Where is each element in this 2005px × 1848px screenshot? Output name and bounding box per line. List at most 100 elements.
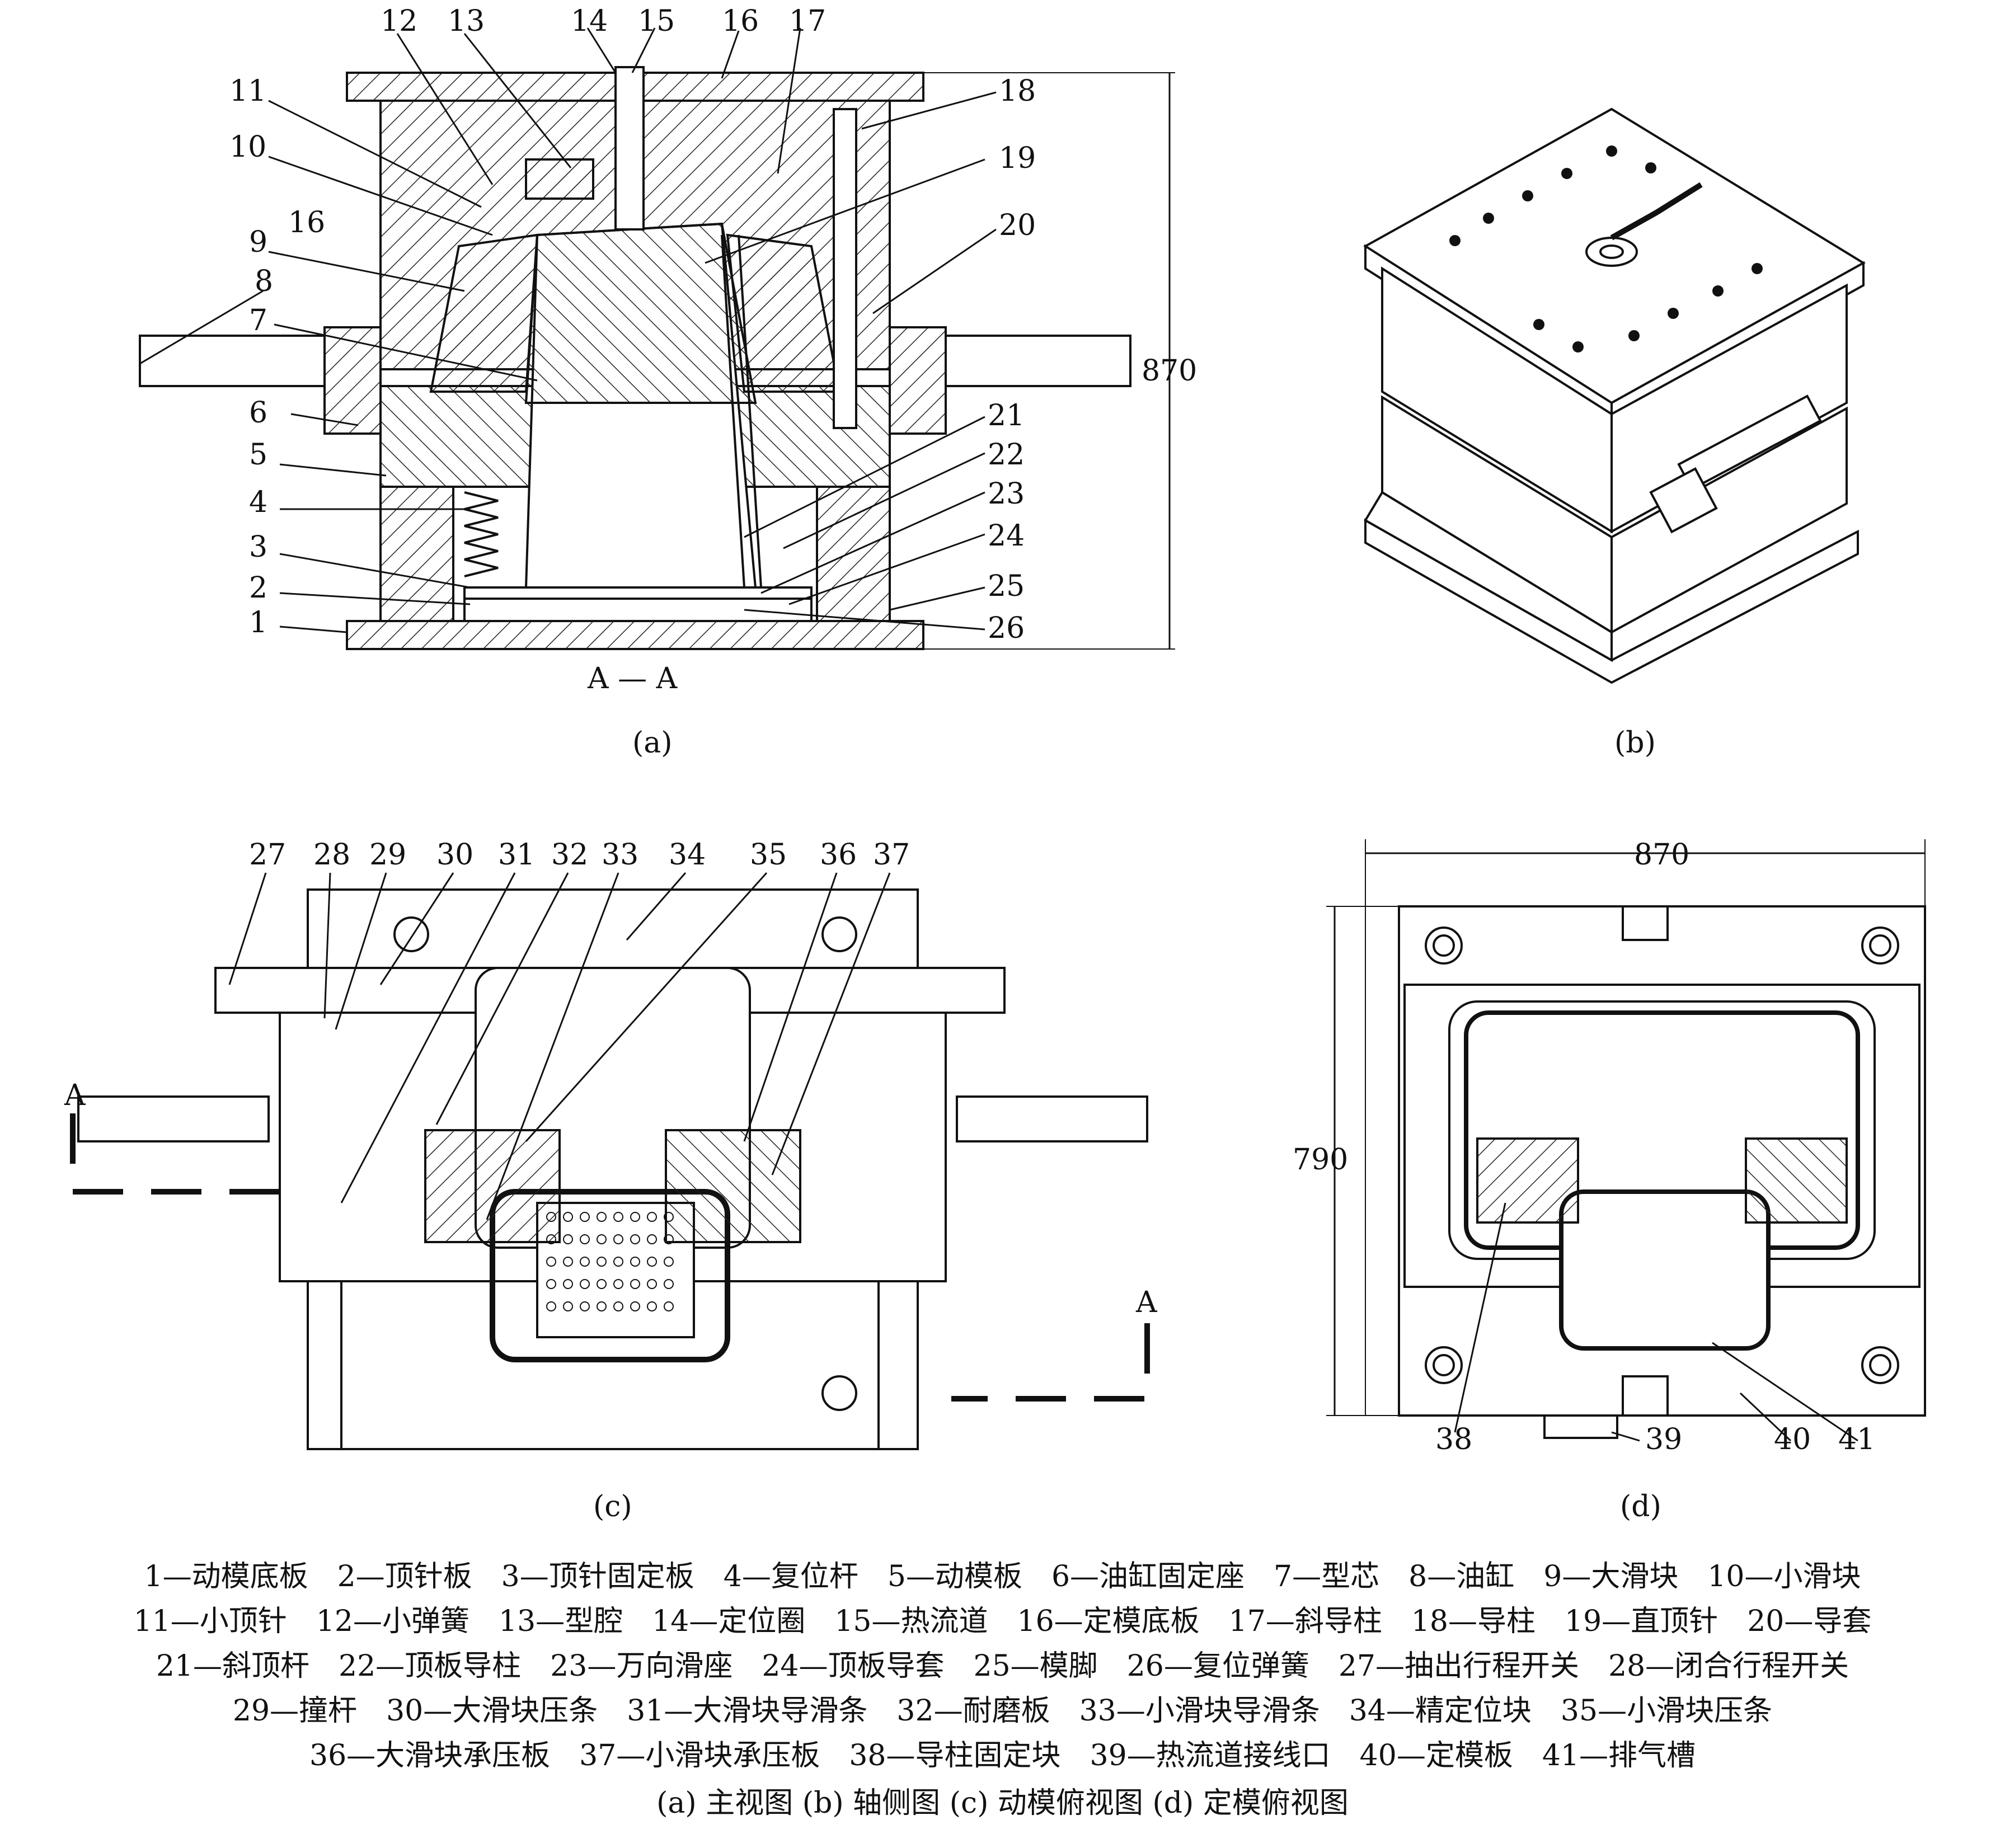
top-view-d: [1326, 839, 1926, 1442]
legend-item: 6—油缸固定座: [1051, 1560, 1245, 1593]
callout-c-37: 37: [873, 838, 910, 872]
vent-grid: [546, 1212, 674, 1311]
legend-item: 1—动模底板: [144, 1560, 308, 1593]
callout-d-40: 40: [1774, 1423, 1811, 1456]
callouts-c: 27 28 29 30 31 32 33 34 35 36 37 A A: [64, 838, 1158, 1319]
legend-item: 35—小滑块压条: [1560, 1694, 1773, 1728]
legend-item: 4—复位杆: [723, 1560, 858, 1593]
legend-item: 24—顶板导套: [762, 1649, 945, 1683]
callout-c-28: 28: [313, 838, 350, 872]
caption-c: (c): [593, 1490, 632, 1523]
callout-a-5: 5: [249, 438, 267, 472]
legend-item: 37—小滑块承压板: [579, 1739, 820, 1772]
legend-line-1: 1—动模底板 2—顶针板 3—顶针固定板 4—复位杆 5—动模板 6—油缸固定座 7—型芯 8…: [0, 1553, 2005, 1595]
callout-c-30: 30: [436, 838, 473, 872]
section-marker-left: A: [64, 1079, 86, 1112]
legend-item: 8—油缸: [1408, 1560, 1515, 1593]
callout-a-21: 21: [988, 399, 1025, 432]
legend-item: 15—热流道: [834, 1605, 988, 1638]
callout-a-9: 9: [249, 225, 267, 259]
legend-item: 14—定位圈: [652, 1605, 806, 1638]
callout-a-870: 870: [1142, 354, 1197, 388]
legend-item: 5—动模板: [887, 1560, 1022, 1593]
legend-item: 29—撞杆: [232, 1694, 358, 1728]
callout-c-33: 33: [602, 838, 638, 872]
callout-c-32: 32: [551, 838, 588, 872]
legend-item: 20—导套: [1747, 1605, 1872, 1638]
legend-item: 17—斜导柱: [1228, 1605, 1382, 1638]
legend-item: 11—小顶针: [133, 1605, 287, 1638]
callout-a-11: 11: [229, 74, 266, 108]
dim-d-height: 790: [1293, 1143, 1348, 1177]
callout-a-4: 4: [249, 486, 267, 519]
caption-d: (d): [1620, 1490, 1661, 1523]
callout-a-2: 2: [249, 571, 267, 605]
callout-a-20: 20: [999, 209, 1036, 242]
callout-c-34: 34: [669, 838, 706, 872]
legend-item: 36—大滑块承压板: [309, 1739, 551, 1772]
legend-item: 9—大滑块: [1543, 1560, 1679, 1593]
callout-a-8: 8: [255, 265, 273, 298]
caption-a: (a): [632, 726, 673, 760]
callout-a-1: 1: [249, 606, 267, 639]
legend-item: 12—小弹簧: [316, 1605, 469, 1638]
legend-item: 26—复位弹簧: [1126, 1649, 1309, 1683]
callout-a-15: 15: [638, 4, 675, 38]
callout-a-16-top: 16: [722, 4, 759, 38]
legend-item: 18—导柱: [1411, 1605, 1536, 1638]
legend-item: 22—顶板导柱: [338, 1649, 522, 1683]
callout-a-14: 14: [571, 4, 608, 38]
legend-item: 31—大滑块导滑条: [627, 1694, 868, 1728]
caption-b: (b): [1614, 726, 1656, 760]
legend-item: 34—精定位块: [1349, 1694, 1532, 1728]
legend-item: 3—顶针固定板: [501, 1560, 694, 1593]
callout-a-10: 10: [229, 130, 266, 164]
legend-item: 16—定模底板: [1017, 1605, 1200, 1638]
callout-a-16-left: 16: [288, 206, 325, 239]
section-label: A — A: [587, 662, 678, 695]
legend-item: 41—排气槽: [1542, 1739, 1696, 1772]
legend-item: 19—直顶针: [1565, 1605, 1718, 1638]
top-view-c: [70, 872, 1150, 1450]
callout-d-38: 38: [1435, 1423, 1472, 1456]
callout-c-31: 31: [498, 838, 535, 872]
callout-d-41: 41: [1838, 1423, 1875, 1456]
legend-item: 39—热流道接线口: [1090, 1739, 1331, 1772]
legend-item: 21—斜顶杆: [156, 1649, 309, 1683]
callout-a-26: 26: [988, 612, 1025, 645]
callout-a-22: 22: [988, 438, 1025, 472]
legend-item: 38—导柱固定块: [849, 1739, 1061, 1772]
callout-c-36: 36: [820, 838, 857, 872]
callout-a-6: 6: [249, 396, 267, 430]
legend-item: 13—型腔: [498, 1605, 623, 1638]
legend-line-4: 29—撞杆 30—大滑块压条 31—大滑块导滑条 32—耐磨板 33—小滑块导滑条 34—…: [0, 1687, 2005, 1729]
legend-item: 7—型芯: [1274, 1560, 1380, 1593]
view-titles-text: (a) 主视图 (b) 轴侧图 (c) 动模俯视图 (d) 定模俯视图: [656, 1786, 1349, 1820]
callout-a-24: 24: [988, 519, 1025, 553]
legend-item: 30—大滑块压条: [386, 1694, 598, 1728]
section-view-a: [139, 27, 1175, 650]
legend-item: 32—耐磨板: [896, 1694, 1050, 1728]
callout-d-39: 39: [1645, 1423, 1682, 1456]
legend-item: 27—抽出行程开关: [1338, 1649, 1580, 1683]
legend-item: 28—闭合行程开关: [1608, 1649, 1849, 1683]
view-titles: (a) 主视图 (b) 轴侧图 (c) 动模俯视图 (d) 定模俯视图: [0, 1779, 2005, 1821]
callout-a-19: 19: [999, 142, 1036, 175]
legend-item: 33—小滑块导滑条: [1079, 1694, 1320, 1728]
callout-a-7: 7: [249, 304, 267, 337]
section-marker-right: A: [1135, 1286, 1158, 1319]
callout-a-17: 17: [789, 4, 826, 38]
legend-line-2: 11—小顶针 12—小弹簧 13—型腔 14—定位圈 15—热流道 16—定模底板 17—斜…: [0, 1597, 2005, 1639]
callout-a-25: 25: [988, 570, 1025, 603]
callout-a-3: 3: [249, 530, 267, 564]
legend-item: 2—顶针板: [337, 1560, 472, 1593]
callout-a-23: 23: [988, 477, 1025, 511]
legend-item: 23—万向滑座: [550, 1649, 733, 1683]
legend-item: 10—小滑块: [1707, 1560, 1861, 1593]
callout-c-35: 35: [750, 838, 787, 872]
callout-c-27: 27: [249, 838, 286, 872]
callout-a-18: 18: [999, 74, 1036, 108]
